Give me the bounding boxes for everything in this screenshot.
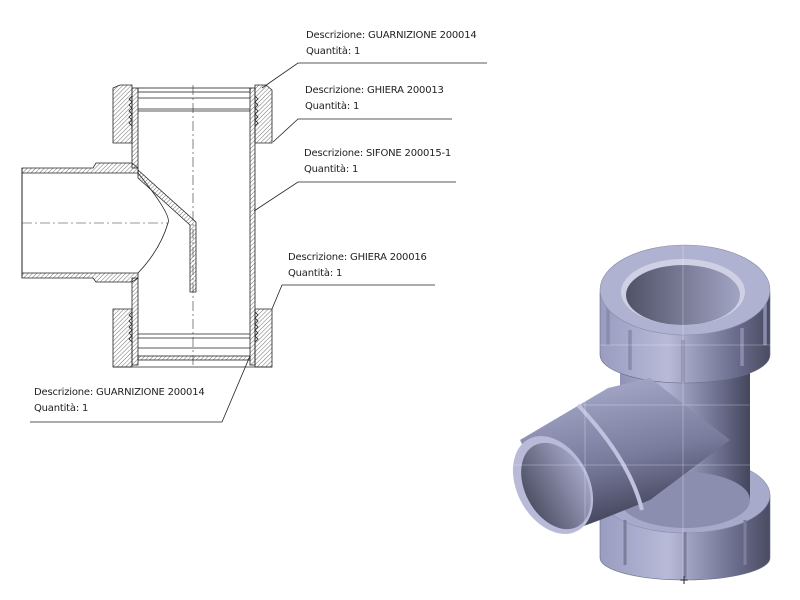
- thread-bottom-left: [128, 311, 133, 343]
- origin-marker: +: [679, 573, 689, 587]
- callout-sifone: Descrizione: SIFONE 200015-1 Quantità: 1: [304, 146, 451, 178]
- callout-description: Descrizione: GHIERA 200013: [305, 85, 444, 96]
- callout-description: Descrizione: GHIERA 200016: [288, 252, 427, 263]
- bottom-gasket: [137, 355, 251, 361]
- callout-ghiera-200013: Descrizione: GHIERA 200013 Quantità: 1: [305, 83, 444, 115]
- callout-quantity: Quantità: 1: [288, 268, 343, 279]
- top-nut-ribs: [606, 300, 767, 382]
- thread-top-left: [128, 95, 133, 127]
- callout-quantity: Quantità: 1: [306, 46, 361, 57]
- tube-wall-left-bottom: [131, 277, 139, 366]
- top-ring-nut-left: [112, 84, 133, 144]
- tube-wall-right: [249, 87, 256, 366]
- callout-description: Descrizione: SIFONE 200015-1: [304, 148, 452, 159]
- top-gasket: [137, 87, 251, 93]
- leader-lines: [30, 62, 487, 423]
- callout-guarnizione-bottom: Descrizione: GUARNIZIONE 200014 Quantità…: [34, 385, 205, 417]
- isometric-3d-view: +: [510, 244, 780, 587]
- callout-quantity: Quantità: 1: [34, 403, 89, 414]
- branch-wall-top: [21, 162, 139, 174]
- callout-description: Descrizione: GUARNIZIONE 200014: [306, 30, 477, 41]
- callout-quantity: Quantità: 1: [304, 164, 359, 175]
- thread-top-right: [254, 95, 259, 127]
- bottom-nut-ribs: [623, 520, 747, 578]
- callout-guarnizione-top: Descrizione: GUARNIZIONE 200014 Quantità…: [306, 28, 477, 60]
- branch-wall-bottom: [21, 272, 139, 283]
- tube-wall-left-top: [131, 87, 139, 169]
- section-view: [21, 84, 273, 368]
- callout-description: Descrizione: GUARNIZIONE 200014: [34, 387, 205, 398]
- bottom-ring-nut-left: [112, 308, 133, 368]
- baffle: [137, 169, 197, 293]
- thread-bottom-right: [254, 311, 259, 343]
- top-ring-nut-right: [254, 84, 273, 144]
- callout-ghiera-200016: Descrizione: GHIERA 200016 Quantità: 1: [288, 250, 427, 282]
- callout-quantity: Quantità: 1: [305, 101, 360, 112]
